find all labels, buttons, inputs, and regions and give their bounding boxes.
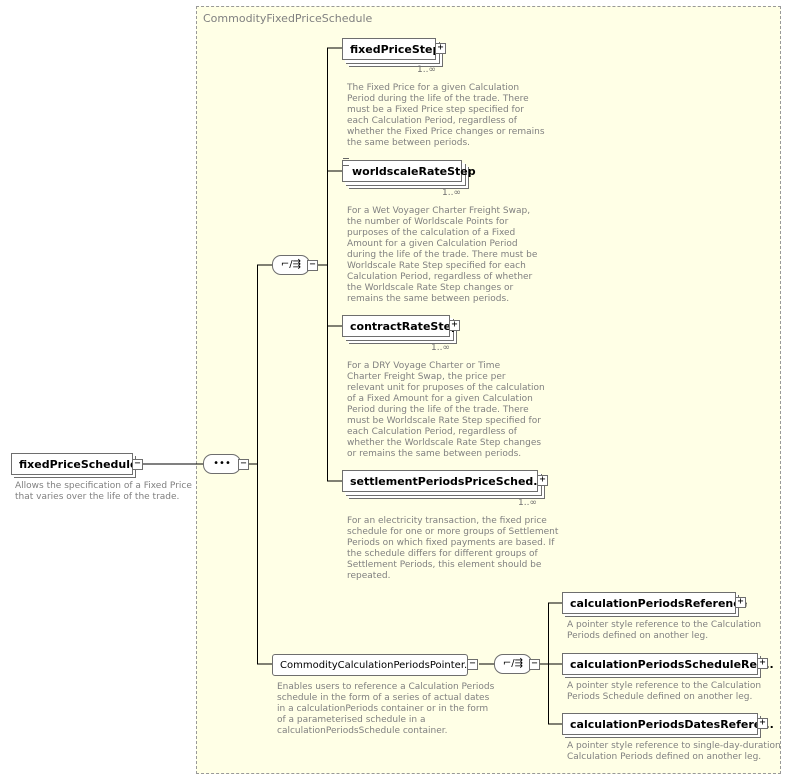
element-annotation: The Fixed Price for a given Calculation … bbox=[347, 83, 545, 148]
element-annotation: A pointer style reference to single-day-… bbox=[567, 741, 781, 762]
choice-compositor[interactable]: ⌐/⇶ bbox=[494, 654, 532, 674]
element-label: calculationPeriodsDatesRefere... bbox=[570, 718, 774, 731]
element-worldscale-rate-step[interactable]: worldscaleRateStep bbox=[342, 160, 476, 182]
element-label: settlementPeriodsPriceSched... bbox=[350, 475, 546, 488]
group-ref-label: CommodityCalculationPeriodsPointer.... bbox=[280, 660, 477, 671]
choice-symbol-icon: ⌐/⇶ bbox=[280, 259, 302, 270]
cardinality-label: 1..∞ bbox=[431, 343, 450, 353]
root-element-box[interactable]: fixedPriceSchedule bbox=[11, 453, 138, 475]
choice-compositor[interactable]: ⌐/⇶ bbox=[272, 255, 310, 275]
element-label: fixedPriceStep bbox=[350, 43, 441, 56]
minus-box-icon[interactable]: − bbox=[529, 659, 540, 670]
element-label: calculationPeriodsScheduleRef... bbox=[570, 658, 774, 671]
plus-box-icon[interactable]: + bbox=[757, 718, 768, 729]
element-fixed-price-step[interactable]: fixedPriceStep bbox=[342, 38, 440, 60]
minus-box-icon[interactable]: − bbox=[307, 260, 318, 271]
sequence-compositor[interactable]: ••• bbox=[203, 454, 241, 474]
element-calculation-periods-dates-reference[interactable]: calculationPeriodsDatesRefere... bbox=[562, 713, 774, 735]
plus-box-icon[interactable]: + bbox=[435, 43, 446, 54]
group-ref-annotation: Enables users to reference a Calculation… bbox=[277, 682, 495, 736]
element-label: worldscaleRateStep bbox=[352, 165, 476, 178]
minus-box-icon[interactable]: − bbox=[132, 459, 143, 470]
plus-box-icon[interactable]: + bbox=[757, 658, 768, 669]
element-annotation: A pointer style reference to the Calcula… bbox=[567, 620, 762, 641]
plus-box-icon[interactable]: + bbox=[735, 597, 746, 608]
element-annotation: A pointer style reference to the Calcula… bbox=[567, 681, 762, 702]
group-box bbox=[196, 6, 781, 774]
sequence-symbol-icon: ••• bbox=[213, 458, 231, 469]
minus-box-icon[interactable]: − bbox=[238, 459, 249, 470]
element-label: contractRateStep bbox=[350, 320, 459, 333]
element-calculation-periods-reference[interactable]: calculationPeriodsReference bbox=[562, 592, 747, 614]
element-label: calculationPeriodsReference bbox=[570, 597, 748, 610]
choice-symbol-icon: ⌐/⇶ bbox=[502, 658, 524, 669]
element-annotation: For a Wet Voyager Charter Freight Swap, … bbox=[347, 206, 538, 304]
cardinality-label: 1..∞ bbox=[442, 188, 461, 198]
root-annotation: Allows the specification of a Fixed Pric… bbox=[15, 481, 192, 502]
root-element-label: fixedPriceSchedule bbox=[19, 458, 138, 471]
element-settlement-periods-price-schedule[interactable]: settlementPeriodsPriceSched... bbox=[342, 470, 546, 492]
plus-box-icon[interactable]: + bbox=[449, 320, 460, 331]
group-ref-calculation-periods-pointer[interactable]: CommodityCalculationPeriodsPointer.... bbox=[272, 654, 477, 676]
element-annotation: For a DRY Voyage Charter or Time Charter… bbox=[347, 361, 545, 459]
element-contract-rate-step[interactable]: contractRateStep bbox=[342, 315, 459, 337]
minus-box-icon[interactable]: − bbox=[467, 659, 478, 670]
simple-type-lines-icon bbox=[343, 158, 349, 166]
cardinality-label: 1..∞ bbox=[417, 65, 436, 75]
element-calculation-periods-schedule-reference[interactable]: calculationPeriodsScheduleRef... bbox=[562, 653, 774, 675]
group-title: CommodityFixedPriceSchedule bbox=[203, 12, 373, 25]
plus-box-icon[interactable]: + bbox=[537, 475, 548, 486]
element-annotation: For an electricity transaction, the fixe… bbox=[347, 516, 559, 581]
cardinality-label: 1..∞ bbox=[518, 498, 537, 508]
